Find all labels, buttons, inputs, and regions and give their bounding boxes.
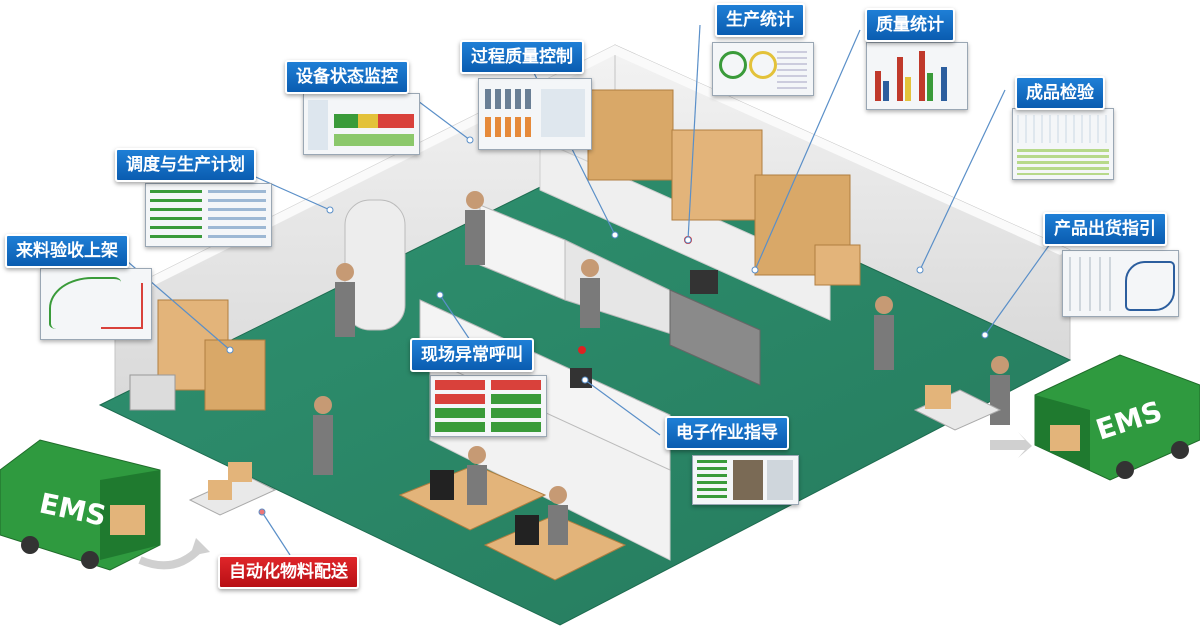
ems-truck-right: EMS (1034, 354, 1200, 481)
thumb-shipping-guidance (1062, 250, 1179, 317)
callout-production-stats: 生产统计 (715, 3, 805, 37)
thumb-quality-stats (866, 42, 968, 110)
callout-finished-inspection: 成品检验 (1015, 76, 1105, 110)
callout-quality-stats: 质量统计 (865, 8, 955, 42)
thumb-andon-call (430, 375, 547, 437)
box-stacks-warehouse (587, 89, 861, 286)
thumb-finished-inspection (1012, 108, 1114, 180)
thumb-receiving (40, 268, 152, 340)
box-stacks-receiving (129, 299, 266, 411)
workers (313, 191, 1010, 545)
callout-electronic-sop: 电子作业指导 (665, 416, 789, 450)
callout-scheduling-planning: 调度与生产计划 (115, 148, 256, 182)
conveyor-shipping (913, 385, 1002, 431)
ems-truck-left: EMS (0, 439, 161, 571)
flow-arrow-out (990, 432, 1032, 458)
thumb-production-stats (712, 42, 814, 96)
callout-receiving-shelving: 来料验收上架 (5, 234, 129, 268)
thumb-scheduling (145, 183, 272, 247)
callout-auto-material-delivery: 自动化物料配送 (218, 555, 359, 589)
callout-andon-call: 现场异常呼叫 (410, 338, 534, 372)
flow-arrow-in-head (190, 538, 210, 556)
callout-anchor-dots (226, 136, 989, 516)
thumb-electronic-sop (692, 455, 799, 505)
wall-top-edge (115, 45, 1070, 300)
conveyor-delivery (188, 462, 277, 516)
thumb-process-quality (478, 78, 592, 150)
callout-shipping-guidance: 产品出货指引 (1043, 212, 1167, 246)
callout-equipment-monitoring: 设备状态监控 (285, 60, 409, 94)
thumb-equipment-monitoring (303, 93, 420, 155)
callout-process-quality-control: 过程质量控制 (460, 40, 584, 74)
